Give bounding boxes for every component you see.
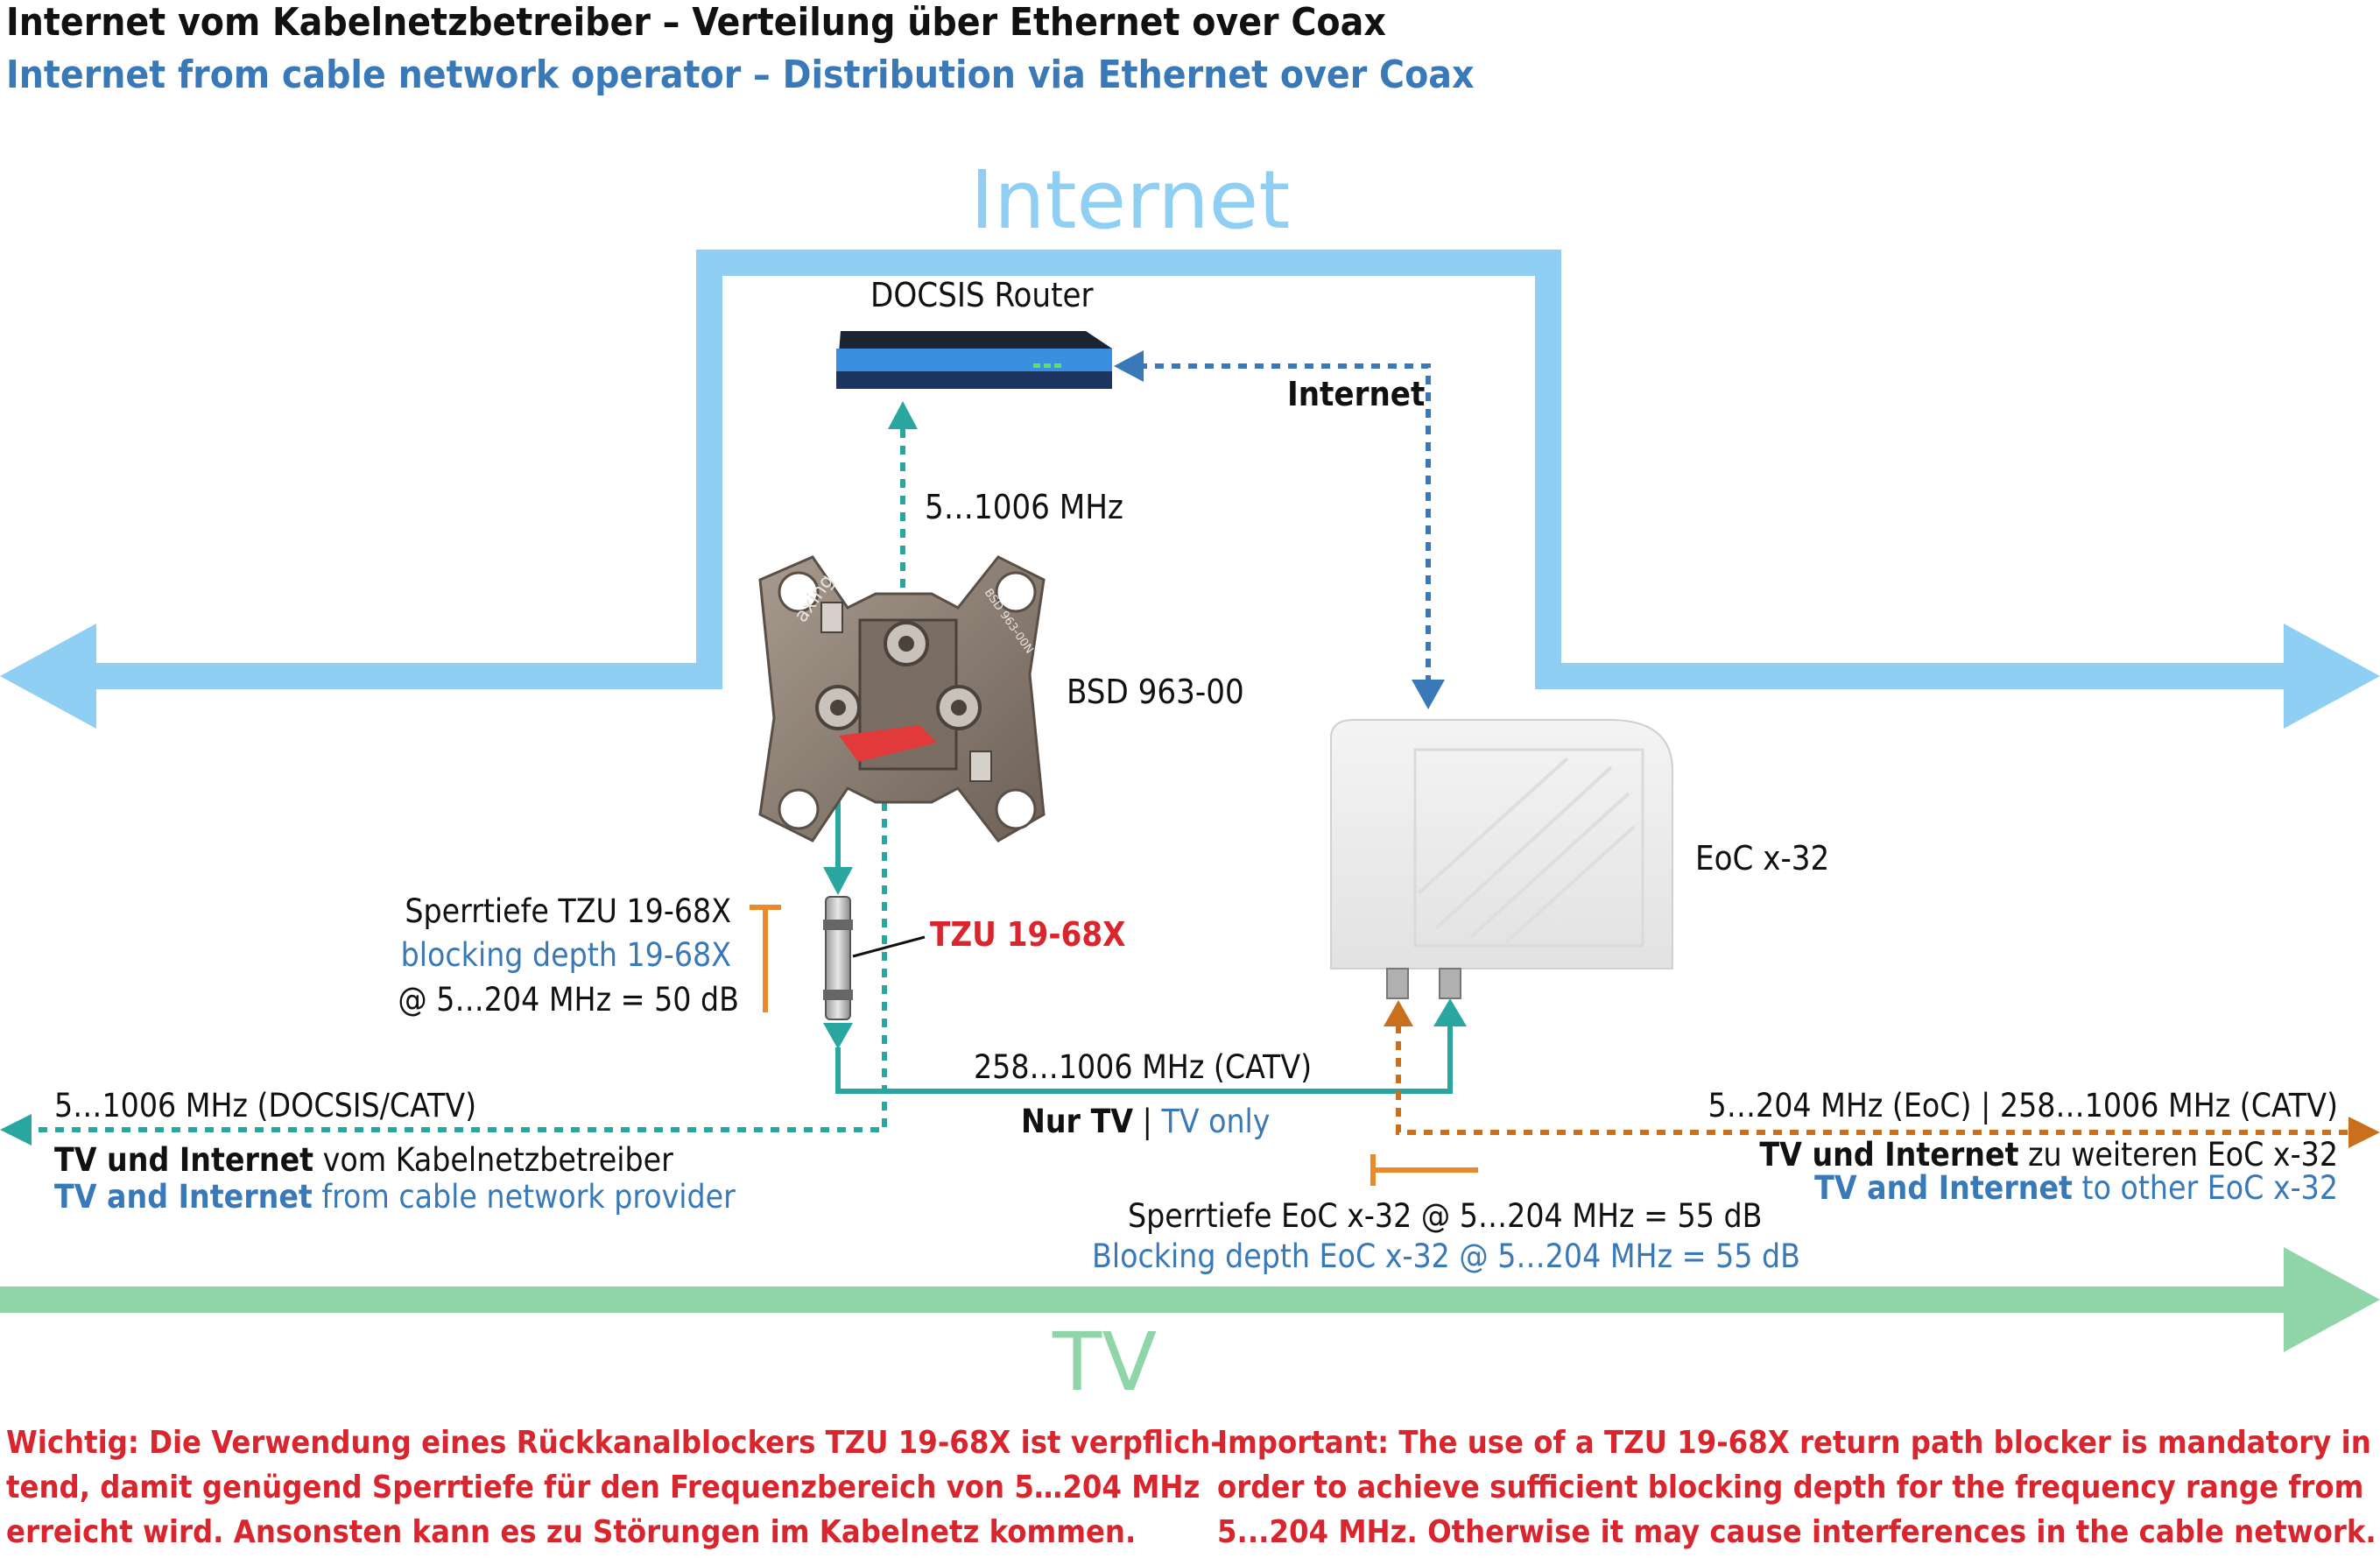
catv-coax-path [823, 771, 1467, 1094]
warning-note-en-line-3: 5...204 MHz. Otherwise it may cause inte… [1217, 1514, 2376, 1550]
output-target-de: TV und Internet zu weiteren EoC x-32 [1759, 1139, 2338, 1171]
wall-outlet-icon: axing BSD 963-00N [758, 555, 1046, 842]
internet-link-label: Internet [1287, 375, 1426, 413]
input-source-de: TV und Internet vom Kabelnetzbetreiber [54, 1144, 673, 1176]
warning-note-de-line-1: Wichtig: Die Verwendung eines Rückkanalb… [6, 1425, 1222, 1461]
eoc-output-link [1384, 1000, 2380, 1148]
tzu-blocking-depth-value: @ 5…204 MHz = 50 dB [398, 981, 739, 1019]
tv-only-label: Nur TV | TV only [1021, 1105, 1271, 1138]
input-frequency-label: 5…1006 MHz (DOCSIS/CATV) [54, 1087, 477, 1124]
internet-right-arrow [2284, 624, 2380, 729]
blocker-filter-icon [823, 896, 926, 1020]
title-de: Internet vom Kabelnetzbetreiber – Vertei… [6, 0, 1386, 45]
input-source-en-bold: TV and Internet [54, 1178, 313, 1216]
router-frequency-label: 5…1006 MHz [925, 488, 1123, 526]
tv-only-text: TV only [1161, 1103, 1271, 1140]
eoc-blocking-depth-de: Sperrtiefe EoC x-32 @ 5…204 MHz = 55 dB [1128, 1197, 1763, 1235]
tv-heading: TV [1053, 1315, 1158, 1409]
output-target-de-rest: zu weiteren EoC x-32 [2018, 1136, 2338, 1174]
eoc-blocking-depth-en: Blocking depth EoC x-32 @ 5…204 MHz = 55… [1092, 1237, 1800, 1275]
tzu-blocking-depth-de: Sperrtiefe TZU 19-68X [405, 892, 731, 930]
output-target-en-bold: TV and Internet [1814, 1169, 2073, 1207]
outlet-label: BSD 963-00 [1067, 673, 1244, 711]
input-source-de-rest: vom Kabelnetzbetreiber [313, 1141, 673, 1179]
warning-note-en-line-1: Important: The use of a TZU 19-68X retur… [1217, 1425, 2371, 1461]
warning-note-en: Important: The use of a TZU 19-68X retur… [1217, 1421, 2376, 1554]
eoc-label: EoC x-32 [1695, 839, 1830, 878]
internet-left-arrow [0, 624, 96, 729]
output-target-en: TV and Internet to other EoC x-32 [1814, 1172, 2338, 1204]
warning-note-en-line-2: order to achieve sufficient blocking dep… [1217, 1470, 2364, 1505]
output-target-en-rest: to other EoC x-32 [2072, 1169, 2338, 1207]
output-frequency-label: 5…204 MHz (EoC) | 258…1006 MHz (CATV) [1708, 1087, 2338, 1124]
output-target-de-bold: TV und Internet [1759, 1136, 2019, 1174]
blocking-markers [750, 905, 1478, 1186]
internet-distribution-line [0, 250, 2380, 729]
warning-note-de-line-2: tend, damit genügend Sperrtiefe für den … [6, 1470, 1201, 1505]
tv-distribution-line [0, 1247, 2380, 1352]
input-source-en: TV and Internet from cable network provi… [54, 1181, 736, 1213]
catv-frequency-label: 258…1006 MHz (CATV) [974, 1048, 1313, 1086]
separator: | [1142, 1103, 1152, 1140]
warning-note-de: Wichtig: Die Verwendung eines Rückkanalb… [6, 1421, 1222, 1554]
internet-heading: Internet [970, 153, 1291, 247]
tzu-label: TZU 19-68X [930, 915, 1126, 954]
warning-note-de-line-3: erreicht wird. Ansonsten kann es zu Stör… [6, 1514, 1137, 1550]
input-source-en-rest: from cable network provider [312, 1178, 736, 1216]
router-label: DOCSIS Router [870, 276, 1094, 314]
tv-right-arrow [2284, 1247, 2380, 1352]
input-source-de-bold: TV und Internet [54, 1141, 314, 1179]
nur-tv-text: Nur TV [1021, 1103, 1134, 1140]
title-en: Internet from cable network operator – D… [6, 53, 1475, 97]
router-eoc-internet-link [1114, 350, 1445, 709]
tzu-blocking-depth-en: blocking depth 19-68X [400, 936, 731, 974]
router-icon [836, 331, 1112, 389]
eoc-adapter-icon [1330, 719, 1673, 999]
